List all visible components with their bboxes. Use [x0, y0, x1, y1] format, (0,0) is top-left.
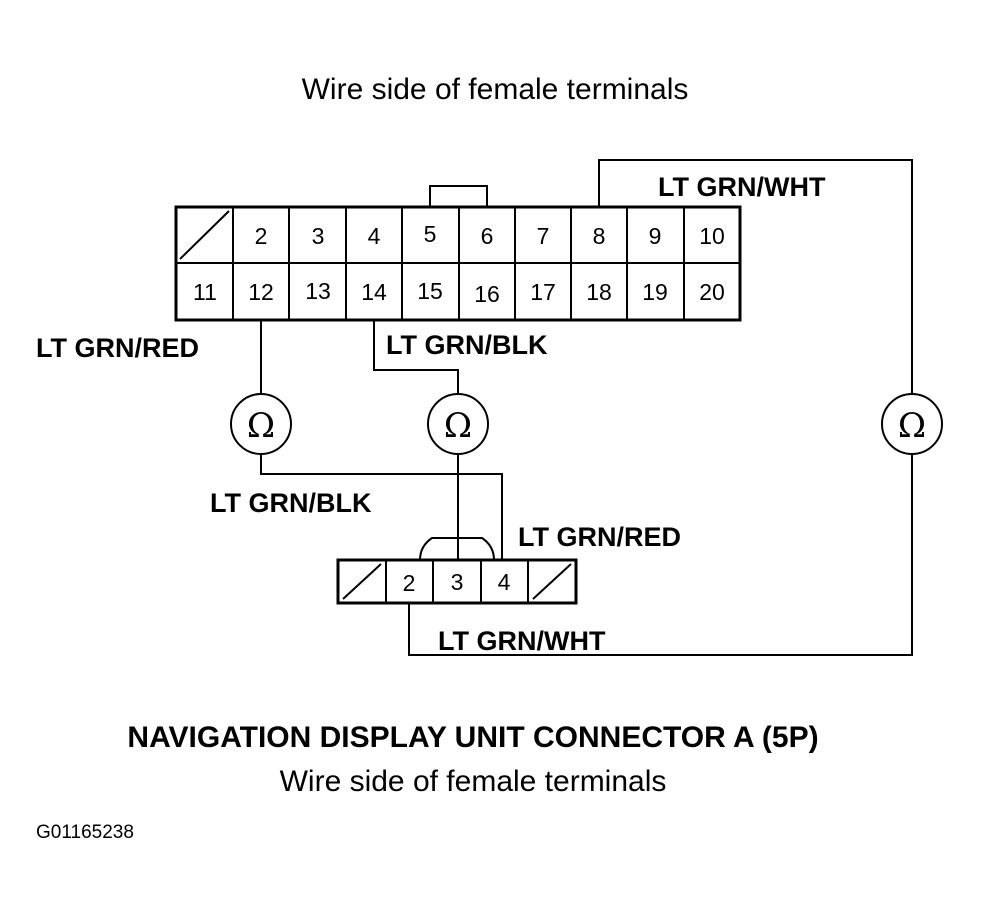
wire-label-pin14: LT GRN/BLK	[386, 330, 548, 360]
wire-label-meter1: LT GRN/BLK	[210, 488, 372, 518]
wire-label-pin12: LT GRN/RED	[36, 333, 199, 363]
ohm-icon: Ω	[247, 406, 275, 446]
connector-20p-unused-cavity	[179, 210, 230, 260]
pin-7: 7	[537, 223, 550, 249]
pin-3: 3	[312, 223, 325, 249]
pin-19: 19	[642, 279, 668, 305]
wire-label-5p-pin2: LT GRN/WHT	[438, 626, 606, 656]
pin-5: 5	[424, 221, 437, 247]
pin-2: 2	[255, 223, 268, 249]
pin-12: 12	[248, 279, 274, 305]
pin-14: 14	[361, 279, 387, 305]
pin-16: 16	[474, 281, 500, 307]
connector-5p-unused-cavity	[342, 563, 382, 600]
pin-5p-3: 3	[451, 569, 464, 595]
top-caption: Wire side of female terminals	[302, 73, 689, 106]
ohmmeter-left: Ω	[230, 393, 292, 455]
wire-5p-pin2	[408, 455, 913, 656]
ohmmeter-right: Ω	[881, 393, 943, 455]
pin-15: 15	[417, 278, 443, 304]
ohmmeter-middle: Ω	[427, 393, 489, 455]
wire-label-5p-pin4: LT GRN/RED	[518, 522, 681, 552]
pin-10: 10	[699, 223, 725, 249]
figure-code: G01165238	[36, 822, 134, 843]
connector-20p: 2 3 4 5 6 7 8 9 10 11 12 13 14 15 16 17 …	[174, 185, 742, 322]
pin-11: 11	[193, 279, 217, 305]
connector-5p-lock-tab	[418, 537, 496, 561]
connector-5p: 2 3 4	[336, 537, 578, 605]
pin-8: 8	[593, 223, 606, 249]
pin-9: 9	[649, 223, 662, 249]
wire-label-pin8: LT GRN/WHT	[658, 172, 826, 202]
connector-5p-unused-cavity	[532, 563, 572, 600]
ohm-icon: Ω	[444, 406, 472, 446]
ohm-icon: Ω	[898, 406, 926, 446]
connector-5p-body	[336, 558, 578, 605]
connector-20p-lock-tab	[429, 185, 488, 207]
pin-20: 20	[699, 279, 725, 305]
pin-4: 4	[368, 223, 381, 249]
pin-6: 6	[481, 223, 494, 249]
pin-5p-2: 2	[403, 570, 416, 596]
pin-18: 18	[586, 279, 612, 305]
pin-17: 17	[530, 279, 556, 305]
wire-pin14	[373, 320, 459, 393]
connector-title: NAVIGATION DISPLAY UNIT CONNECTOR A (5P)	[127, 721, 818, 754]
pin-5p-4: 4	[498, 569, 511, 595]
wire-pin8	[598, 159, 913, 393]
pin-13: 13	[305, 278, 331, 304]
bottom-caption: Wire side of female terminals	[280, 765, 667, 798]
wire-5p-pin4	[260, 455, 503, 560]
